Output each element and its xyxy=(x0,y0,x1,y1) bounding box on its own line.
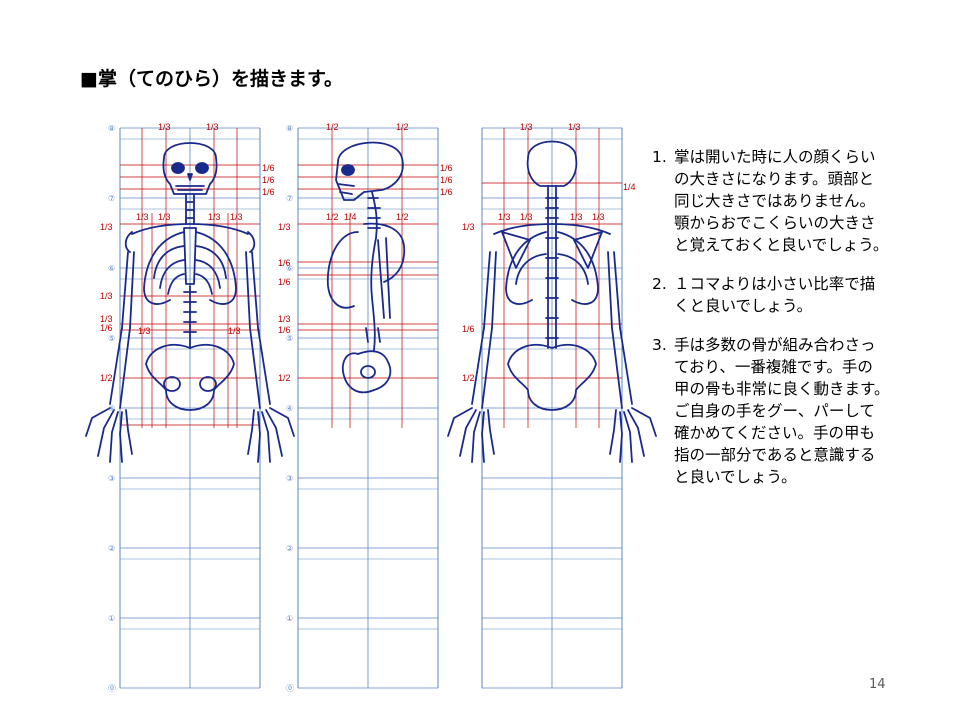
label-back-top-2: 1/3 xyxy=(568,122,581,132)
label-front-shoulder-2: 1/3 xyxy=(158,212,171,222)
label-back-left-3: 1/2 xyxy=(462,373,475,383)
label-side-left-6: 1/2 xyxy=(278,373,291,383)
skeleton-front xyxy=(121,142,259,411)
row-marker: ③ xyxy=(108,474,115,483)
figure-back: 1/3 1/3 1/4 1/3 1/3 1/3 1/3 1/3 1/6 1/2 xyxy=(447,122,657,689)
guide-lines xyxy=(482,128,622,428)
note-line: 同じ大きさではありません。 xyxy=(674,192,876,210)
front-outside-bones xyxy=(85,327,295,463)
row-marker: ⑧ xyxy=(286,124,293,133)
label-side-neck-2: 1/4 xyxy=(344,212,357,222)
row-marker: ⑤ xyxy=(108,334,115,343)
label-front-left-5: 1/2 xyxy=(100,373,113,383)
label-side-left-2: 1/6 xyxy=(278,258,291,268)
label-side-top-2: 1/2 xyxy=(396,122,409,132)
label-side-right-1: 1/6 xyxy=(440,163,453,173)
label-front-left-3: 1/3 xyxy=(100,314,113,324)
label-back-shoulder-1: 1/3 xyxy=(498,212,511,222)
grid xyxy=(297,127,439,689)
note-number: 1. xyxy=(652,148,667,166)
label-side-left-3: 1/6 xyxy=(278,277,291,287)
label-front-right-1: 1/6 xyxy=(262,163,275,173)
label-back-top-1: 1/3 xyxy=(520,122,533,132)
skeleton-back xyxy=(483,140,621,411)
note-line: 指の一部分であると意識する xyxy=(674,446,876,464)
label-front-hip-1: 1/3 xyxy=(138,326,151,336)
label-side-left-5: 1/6 xyxy=(278,325,291,335)
label-side-right-2: 1/6 xyxy=(440,175,453,185)
notes-list: 1. 掌は開いた時に人の顔くらい の大きさになります。頭部と 同じ大きさではありま… xyxy=(652,146,942,505)
note-line: の大きさになります。頭部と xyxy=(674,170,874,188)
label-side-neck-3: 1/2 xyxy=(396,212,409,222)
note-3: 3. 手は多数の骨が組み合わさっ ており、一番複雑です。手の 甲の骨も非常に良く動… xyxy=(652,334,942,488)
label-back-right-1: 1/4 xyxy=(623,182,636,192)
label-front-shoulder-3: 1/3 xyxy=(208,212,221,222)
row-marker: ⑥ xyxy=(286,264,293,273)
label-back-shoulder-2: 1/3 xyxy=(520,212,533,222)
note-line: ており、一番複雑です。手の xyxy=(674,358,873,376)
label-back-left-2: 1/6 xyxy=(462,324,475,334)
row-marker: ⑤ xyxy=(286,334,293,343)
note-line: １コマよりは小さい比率で描 xyxy=(674,275,876,293)
row-marker: ④ xyxy=(108,404,115,413)
note-line: 掌は開いた時に人の顔くらい xyxy=(674,148,876,166)
label-back-left-1: 1/3 xyxy=(462,222,475,232)
labels-side: 1/2 1/2 1/6 1/6 1/6 1/2 1/4 1/2 1/3 1/6 … xyxy=(278,122,453,383)
row-marker: ⑦ xyxy=(108,194,115,203)
label-front-top-1: 1/3 xyxy=(158,122,171,132)
note-line: 顎からおでこくらいの大きさ xyxy=(674,214,876,232)
row-marker: ④ xyxy=(286,404,293,413)
note-number: 2. xyxy=(652,275,667,293)
row-marker: ⓪ xyxy=(108,684,116,693)
label-front-left-1: 1/3 xyxy=(100,222,113,232)
labels-back: 1/3 1/3 1/4 1/3 1/3 1/3 1/3 1/3 1/6 1/2 xyxy=(462,122,636,383)
note-line: 確かめてください。手の甲も xyxy=(674,424,876,442)
label-side-left-1: 1/3 xyxy=(278,222,291,232)
label-front-left-2: 1/3 xyxy=(100,291,113,301)
guide-lines xyxy=(298,128,438,428)
note-line: 手は多数の骨が組み合わさっ xyxy=(674,336,876,354)
note-line: と覚えておくと良いでしょう。 xyxy=(674,236,889,254)
note-line: ご自身の手をグー、パーして xyxy=(674,402,875,420)
note-2: 2. １コマよりは小さい比率で描 くと良いでしょう。 xyxy=(652,273,942,317)
row-marker: ① xyxy=(108,614,115,623)
label-front-right-3: 1/6 xyxy=(262,187,275,197)
label-front-hip-2: 1/3 xyxy=(228,326,241,336)
label-front-right-2: 1/6 xyxy=(262,175,275,185)
skeleton-side xyxy=(326,141,406,394)
label-front-shoulder-4: 1/3 xyxy=(230,212,243,222)
label-side-right-3: 1/6 xyxy=(440,187,453,197)
row-marker: ⓪ xyxy=(286,684,294,693)
labels-front: 1/3 1/3 1/6 1/6 1/6 1/3 1/3 1/3 1/3 1/3 … xyxy=(100,122,275,383)
row-markers: ⑧ ⑦ ⑥ ⑤ ④ ③ ② ① ⓪ xyxy=(108,124,116,693)
label-side-neck-1: 1/2 xyxy=(326,212,339,222)
note-line: くと良いでしょう。 xyxy=(674,297,813,315)
row-marker: ① xyxy=(286,614,293,623)
label-back-shoulder-3: 1/3 xyxy=(570,212,583,222)
row-marker: ③ xyxy=(286,474,293,483)
page-number: 14 xyxy=(869,677,886,692)
row-marker: ⑥ xyxy=(108,264,115,273)
label-front-shoulder-1: 1/3 xyxy=(136,212,149,222)
row-marker: ⑧ xyxy=(108,124,115,133)
row-marker: ② xyxy=(286,544,293,553)
figure-front: 1/3 1/3 1/6 1/6 1/6 1/3 1/3 1/3 1/3 1/3 … xyxy=(85,122,295,693)
row-marker: ② xyxy=(108,544,115,553)
back-outside-bones xyxy=(447,327,657,463)
label-front-top-2: 1/3 xyxy=(206,122,219,132)
figure-side: 1/2 1/2 1/6 1/6 1/6 1/2 1/4 1/2 1/3 1/6 … xyxy=(278,122,453,693)
note-number: 3. xyxy=(652,336,667,354)
row-marker: ⑦ xyxy=(286,194,293,203)
label-back-shoulder-4: 1/3 xyxy=(592,212,605,222)
row-markers: ⑧ ⑦ ⑥ ⑤ ④ ③ ② ① ⓪ xyxy=(286,124,294,693)
label-side-left-4: 1/3 xyxy=(278,314,291,324)
label-side-top-1: 1/2 xyxy=(326,122,339,132)
note-line: と良いでしょう。 xyxy=(674,468,797,486)
slide-title: ■掌（てのひら）を描きます。 xyxy=(80,68,344,90)
note-1: 1. 掌は開いた時に人の顔くらい の大きさになります。頭部と 同じ大きさではありま… xyxy=(652,146,942,256)
note-line: 甲の骨も非常に良く動きます。 xyxy=(674,380,890,398)
label-front-left-4: 1/6 xyxy=(100,323,113,333)
